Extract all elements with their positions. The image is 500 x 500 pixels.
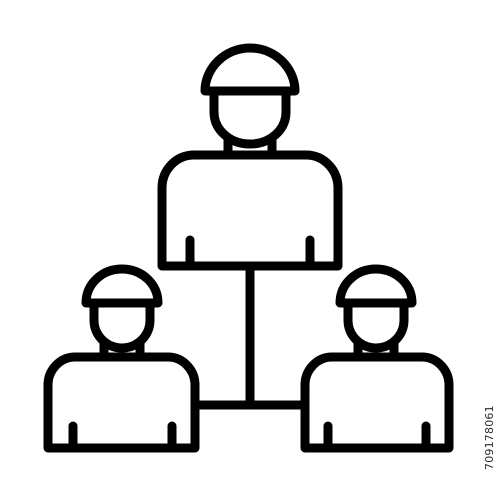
right-person-cap (335, 264, 417, 308)
left-person-icon (43, 264, 200, 453)
right-person-body (300, 352, 454, 453)
right-person-face (343, 299, 409, 353)
side-id-text: 709178061 (483, 405, 496, 470)
left-person-body (43, 352, 200, 453)
top-person-icon (157, 43, 343, 271)
right-person-icon (300, 264, 454, 453)
top-person-face (209, 87, 291, 149)
hierarchy-connector (190, 263, 310, 410)
left-person-face (89, 299, 155, 353)
top-person-body (157, 150, 343, 271)
top-person-cap (200, 43, 300, 96)
left-person-cap (81, 264, 163, 308)
